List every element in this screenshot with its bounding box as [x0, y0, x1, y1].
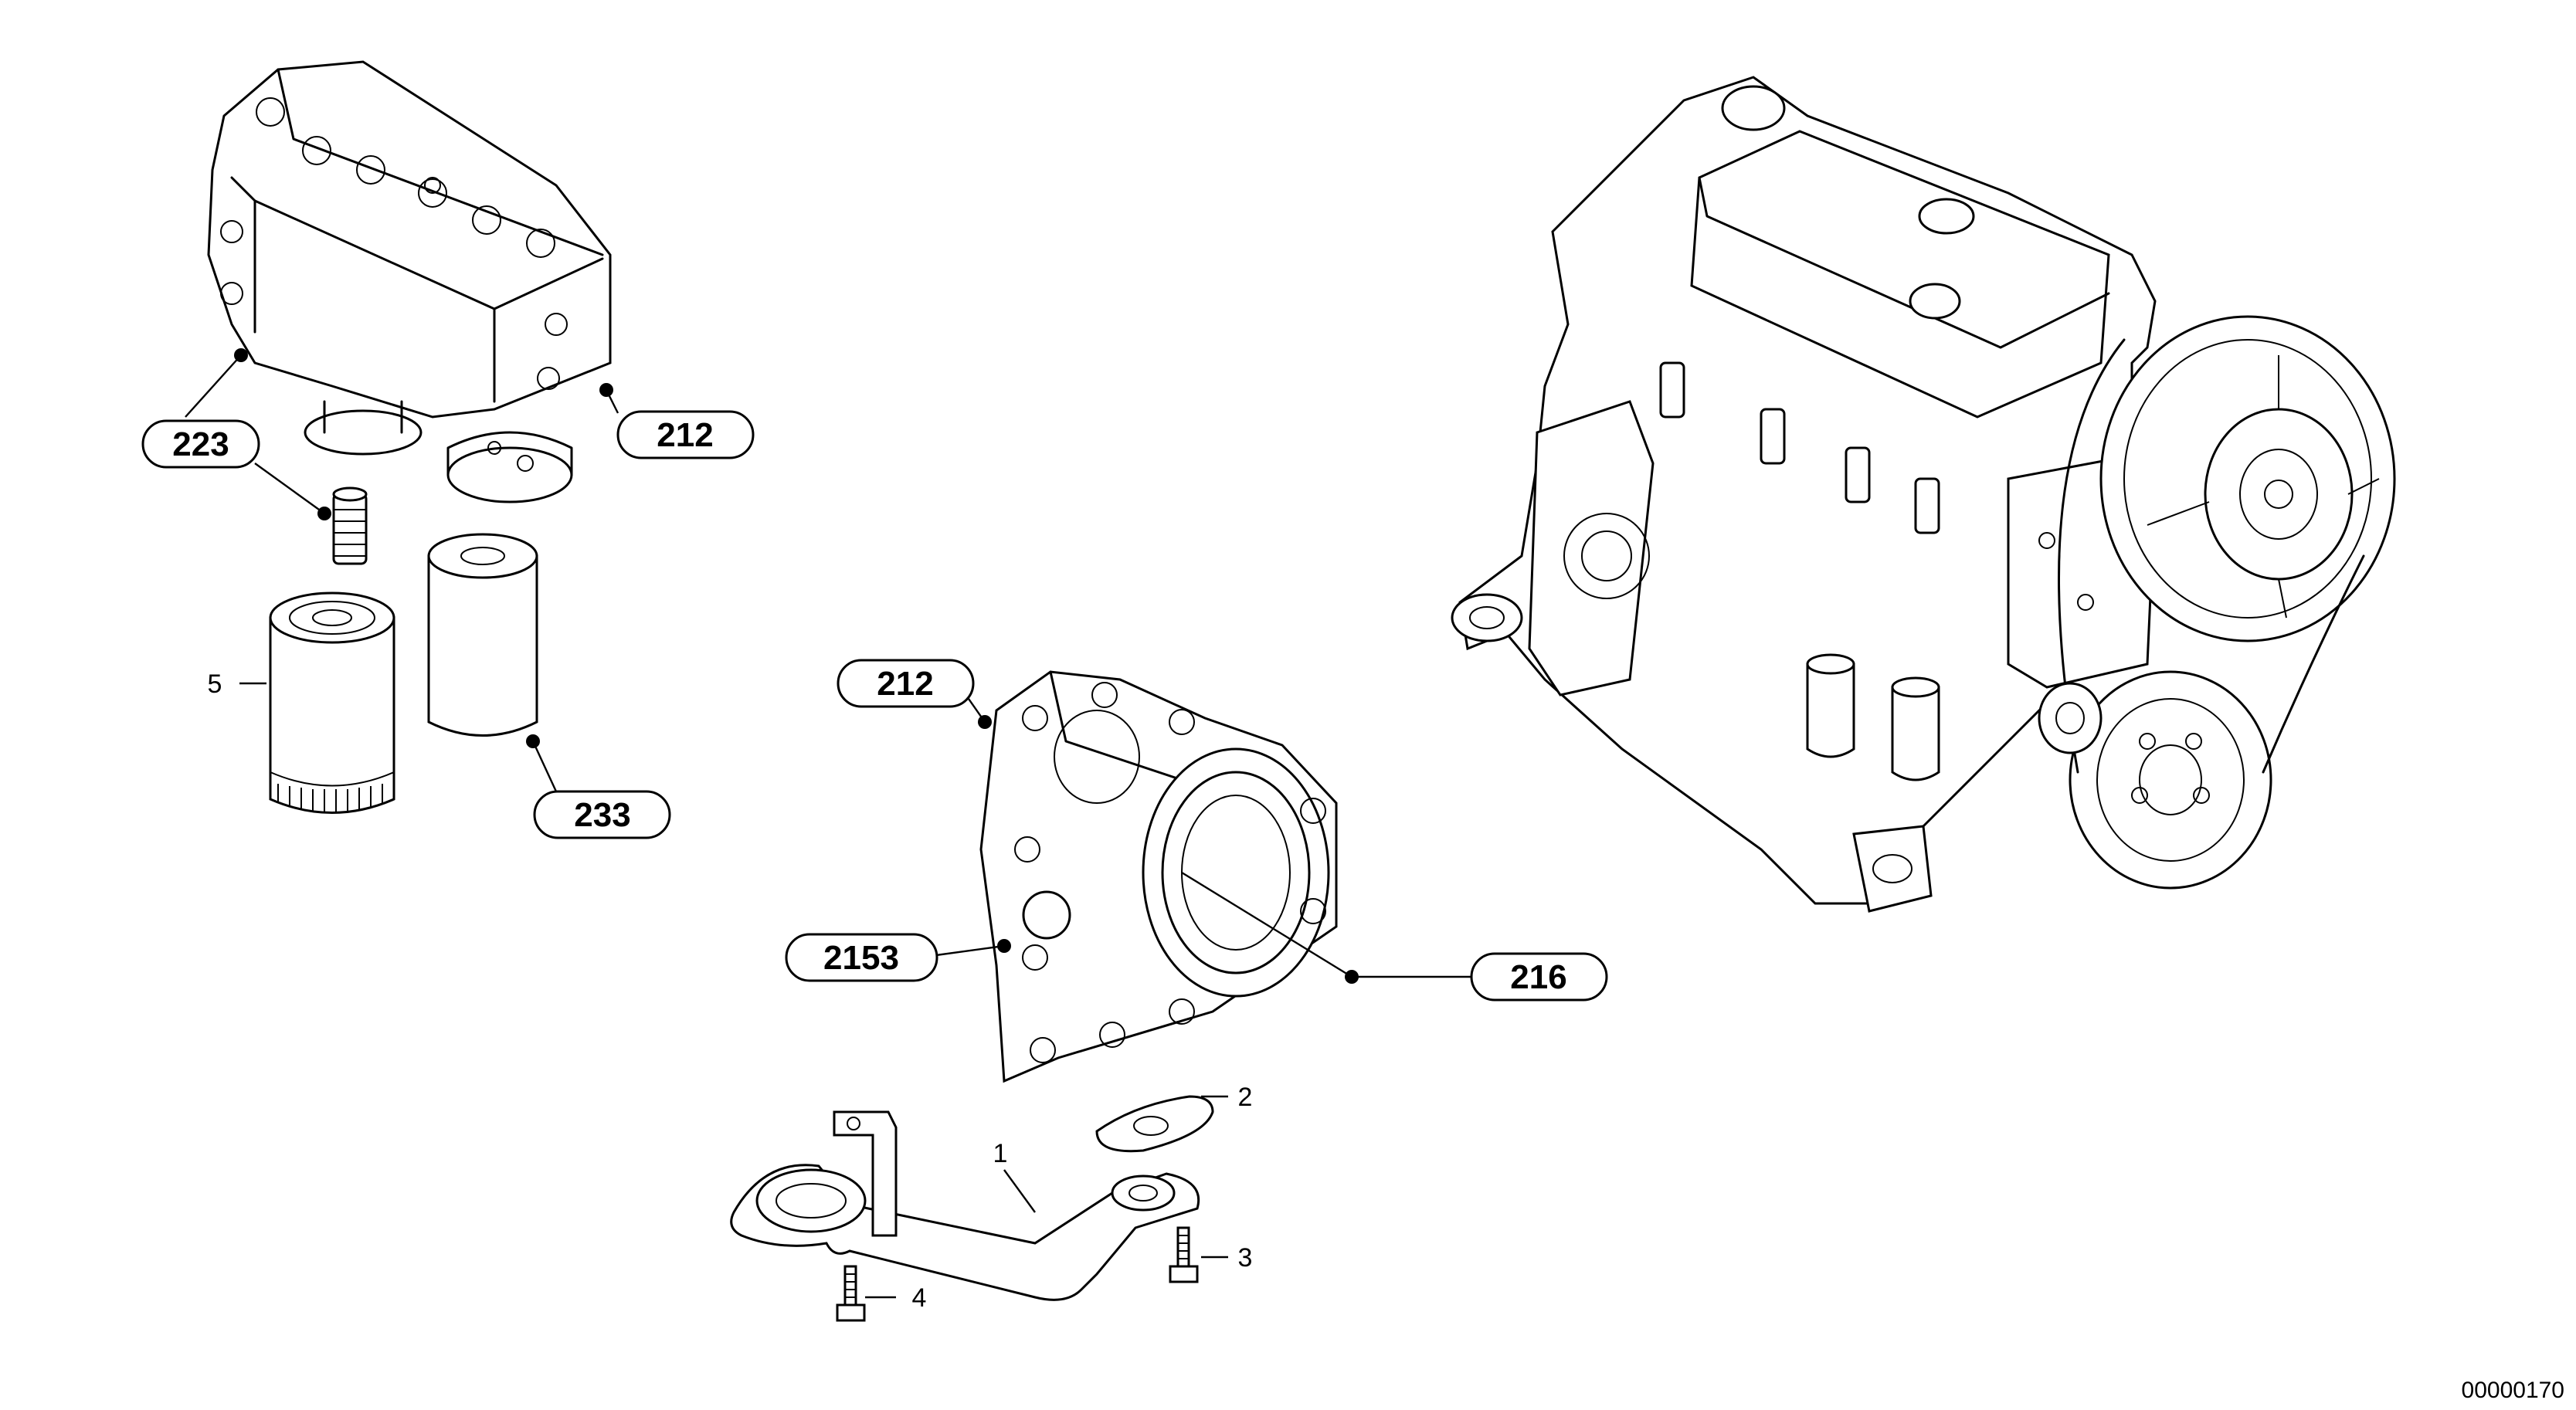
item-label-3: 3: [1238, 1243, 1253, 1273]
callout-label-2153: 2153: [823, 939, 899, 977]
oil-filter-head: [207, 60, 612, 503]
bolt-3: [1169, 1226, 1199, 1283]
engine-assembly: [1451, 76, 2396, 913]
bolt-4: [836, 1265, 866, 1322]
oil-filter-cartridge-right: [427, 533, 538, 737]
callout-216: 216: [1181, 871, 1608, 1002]
gasket: [1095, 1095, 1214, 1153]
front-housing: [979, 670, 1338, 1083]
callout-label-233: 233: [574, 796, 630, 834]
item-number-2: 2: [1201, 1083, 1252, 1112]
item-label-4: 4: [912, 1283, 927, 1313]
callout-212-top: 212: [599, 383, 755, 459]
callout-label-212-center: 212: [877, 665, 933, 703]
item-number-5: 5: [208, 669, 266, 699]
callout-212-center: 212: [837, 659, 992, 729]
item-label-1: 1: [993, 1139, 1008, 1168]
item-number-3: 3: [1201, 1243, 1252, 1273]
threaded-nipple: [332, 486, 368, 565]
item-label-2: 2: [1238, 1083, 1253, 1112]
item-number-4: 4: [865, 1283, 926, 1313]
item-label-5: 5: [208, 669, 222, 699]
callout-233: 233: [526, 734, 671, 839]
callout-223: 223: [141, 348, 331, 520]
callout-label-212-top: 212: [657, 416, 713, 454]
callout-label-216: 216: [1510, 958, 1566, 996]
callout-2153: 2153: [785, 933, 1011, 982]
drawing-reference-number: 00000170: [2462, 1378, 2564, 1403]
oil-suction-pipe: [730, 1110, 1200, 1301]
oil-filter-cartridge-left: [269, 591, 395, 814]
item-number-1: 1: [993, 1139, 1036, 1213]
callout-label-223: 223: [172, 425, 229, 463]
